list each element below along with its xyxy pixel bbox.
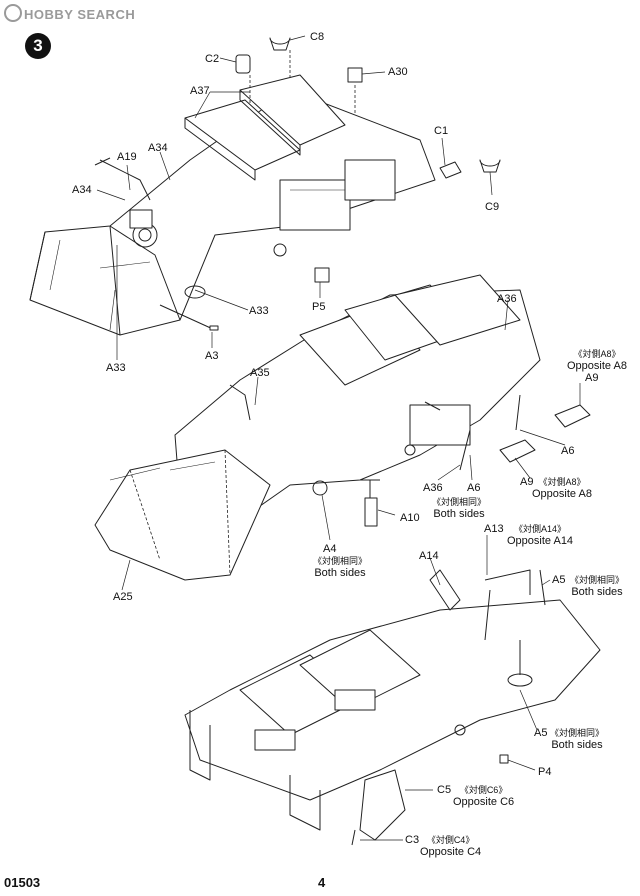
label-a8-opposite-bottom: 《対側A8》Opposite A8	[532, 477, 592, 500]
label-a35: A35	[250, 367, 270, 379]
label-c2: C2	[205, 53, 220, 65]
label-both-sides-2: 《対側相同》Both sides	[313, 556, 368, 579]
label-a33-left: A33	[106, 362, 126, 374]
label-a14: A14	[419, 550, 439, 562]
label-c9: C9	[485, 201, 500, 213]
label-c1: C1	[434, 125, 449, 137]
label-a19: A19	[117, 151, 137, 163]
label-a5-top: A5	[552, 574, 566, 586]
label-a9-top: A9	[585, 372, 599, 384]
label-a25: A25	[113, 591, 133, 603]
label-a6-bottom: A6	[467, 482, 481, 494]
bottom-hull-drawing	[184, 569, 601, 846]
label-a13: A13	[484, 523, 504, 535]
label-a5-both-bottom: 《対側相同》Both sides	[550, 728, 605, 751]
product-code: 01503	[4, 875, 41, 890]
label-a33-right: A33	[249, 305, 269, 317]
label-both-sides-1: 《対側相同》Both sides	[432, 497, 487, 520]
leader-lines	[96, 35, 581, 841]
label-p4: P4	[538, 766, 552, 778]
top-hull-drawing	[29, 37, 501, 336]
label-a37: A37	[190, 85, 210, 97]
label-c5: C5	[437, 784, 452, 796]
label-a5-both-top: 《対側相同》Both sides	[570, 575, 625, 598]
label-c4-opposite: 《対側C4》Opposite C4	[420, 835, 482, 858]
middle-hull-drawing	[94, 274, 591, 581]
label-a4: A4	[323, 543, 337, 555]
label-a14-opposite: 《対側A14》Opposite A14	[507, 524, 574, 547]
step-number-badge: 3	[25, 33, 51, 59]
label-p5: P5	[312, 301, 326, 313]
label-a3: A3	[205, 350, 219, 362]
label-a10: A10	[400, 512, 420, 524]
label-a30: A30	[388, 66, 408, 78]
label-a6-right: A6	[561, 445, 575, 457]
watermark: HOBBY SEARCH	[4, 4, 135, 22]
label-a34-top: A34	[148, 142, 168, 154]
label-a36-top: A36	[497, 293, 517, 305]
label-a36-bottom: A36	[423, 482, 443, 494]
label-c8: C8	[310, 31, 325, 43]
hobby-search-logo-icon	[4, 4, 22, 22]
label-a9-bottom: A9	[520, 476, 534, 488]
label-c6-opposite: 《対側C6》Opposite C6	[453, 785, 515, 808]
label-a5-bottom: A5	[534, 727, 548, 739]
label-a34-left: A34	[72, 184, 92, 196]
label-a8-opposite-top: 《対側A8》Opposite A8	[567, 349, 627, 372]
label-c3: C3	[405, 834, 420, 846]
page-number: 4	[318, 875, 326, 890]
